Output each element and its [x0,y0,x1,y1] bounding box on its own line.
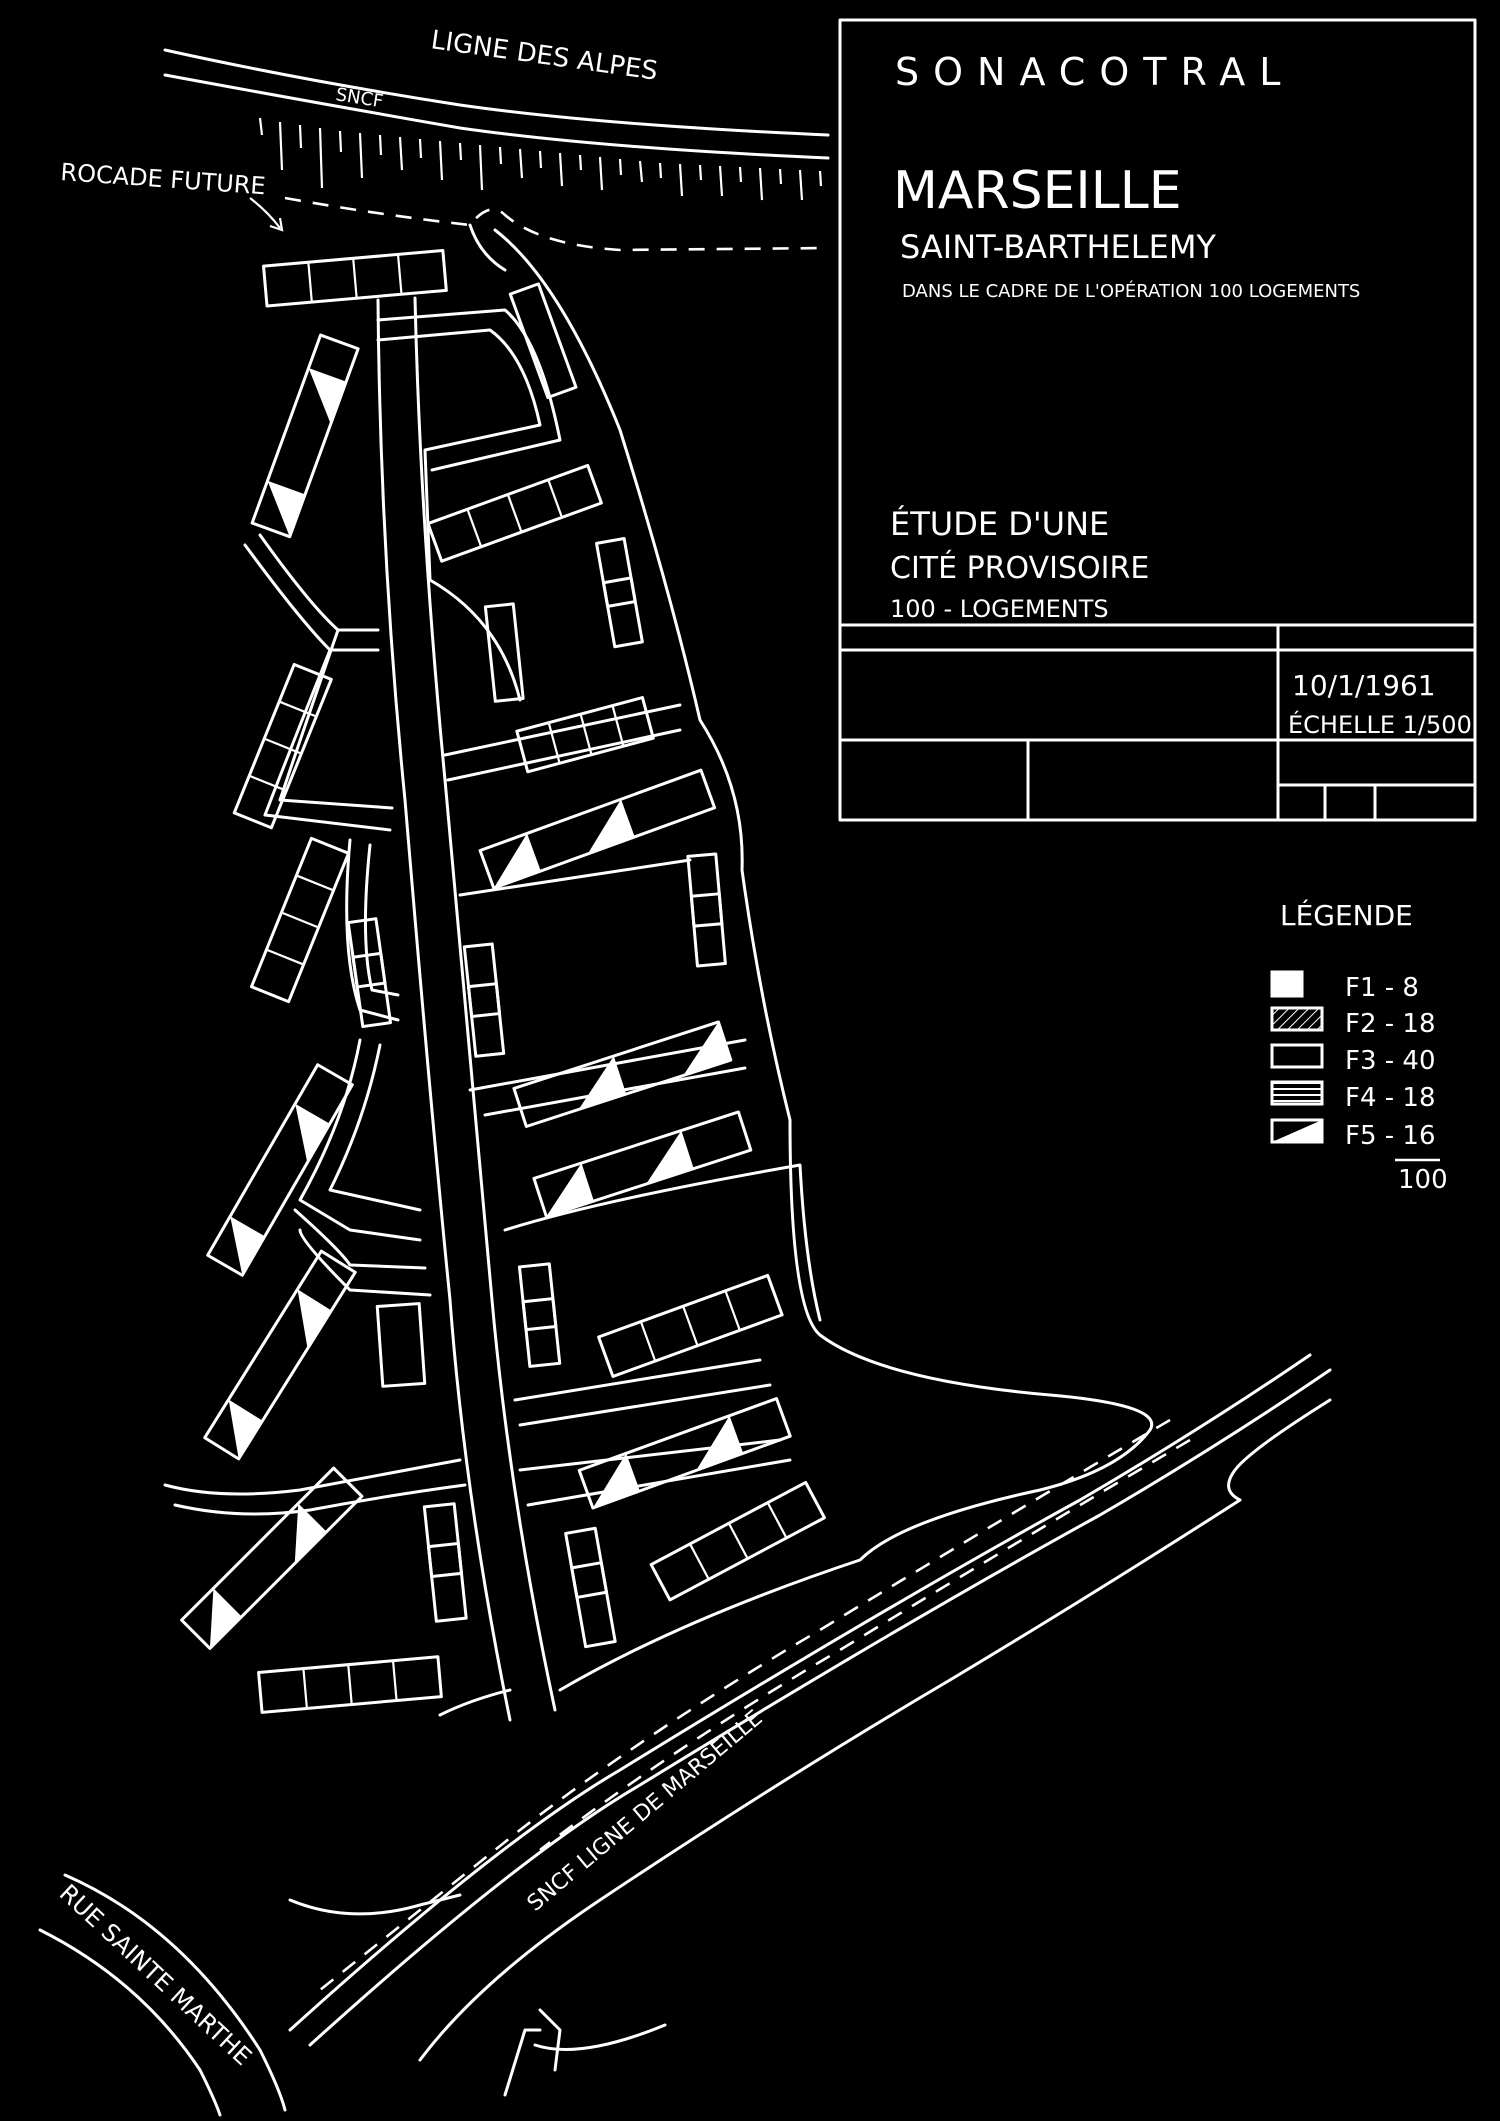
building-f3 [257,1655,443,1714]
building-f2 [686,852,727,968]
side-roads [243,533,432,1297]
rail-line-marseille [288,1353,1332,2097]
building-f2 [422,1502,468,1623]
building-f4 [375,1302,427,1388]
legend-label-f5: F5 - 16 [1345,1121,1436,1151]
title-block [838,18,1477,822]
building-f2 [508,282,578,399]
building-f3 [515,696,655,774]
building-f5 [206,1063,354,1277]
study-line-3: 100 - LOGEMENTS [890,595,1109,623]
building-f2 [346,917,393,1029]
internal-roads [163,308,822,1717]
legend-label-f4: F4 - 18 [1345,1083,1436,1113]
city-name: MARSEILLE [893,161,1182,221]
legend-total: 100 [1398,1165,1448,1195]
building-f3 [426,463,603,563]
building-f5 [180,1466,364,1650]
building-f5 [512,1020,733,1128]
site-boundary [468,223,1154,1692]
legend-swatch-f3 [1270,1043,1324,1069]
building-f2 [517,1262,562,1368]
plan-scale: ÉCHELLE 1/500 [1288,710,1472,739]
building-f3 [649,1480,826,1602]
study-line-1: ÉTUDE D'UNE [890,505,1109,543]
building-f2 [595,537,644,649]
rocade-future-road [284,196,829,252]
building-f5 [203,1249,357,1461]
rocade-arrow [249,197,284,232]
rail-line-alpes [163,48,830,201]
building-f3 [262,248,448,308]
building-f5 [577,1397,792,1510]
building-f3 [249,836,351,1004]
building-f2 [462,942,506,1058]
building-f3 [597,1273,784,1378]
buildings [180,248,826,1714]
building-f3 [232,662,333,830]
building-f5 [250,333,360,539]
building-f5 [532,1110,753,1218]
street-label: RUE SAINTE MARTHE [54,1879,257,2071]
legend-swatch-f5 [1270,1118,1324,1144]
street-rue-sainte-marthe [38,1873,462,2117]
context-line: DANS LE CADRE DE L'OPÉRATION 100 LOGEMEN… [902,280,1360,302]
main-road [376,296,557,1722]
legend-label-f1: F1 - 8 [1345,973,1419,1003]
district-name: SAINT-BARTHELEMY [900,228,1216,266]
org-name: SONACOTRAL [895,50,1294,94]
plan-date: 10/1/1961 [1292,669,1436,702]
building-f2 [564,1526,617,1649]
legend-swatch-f1 [1270,970,1304,998]
legend-swatch-f4 [1270,1080,1324,1106]
rail-bottom-label: SNCF LIGNE DE MARSEILLE [523,1706,768,1917]
legend-title: LÉGENDE [1280,898,1413,932]
rocade-label: ROCADE FUTURE [60,158,267,200]
legend: LÉGENDE F1 - 8 F2 - 18 F3 - 40 F4 - 18 F… [1270,898,1448,1195]
rail-top-label: LIGNE DES ALPES [429,25,659,87]
study-line-2: CITÉ PROVISOIRE [890,550,1149,586]
legend-label-f2: F2 - 18 [1345,1009,1436,1039]
legend-swatch-f2 [1270,1006,1324,1032]
legend-label-f3: F3 - 40 [1345,1046,1436,1076]
building-f2 [483,602,525,703]
building-f5 [478,768,717,890]
